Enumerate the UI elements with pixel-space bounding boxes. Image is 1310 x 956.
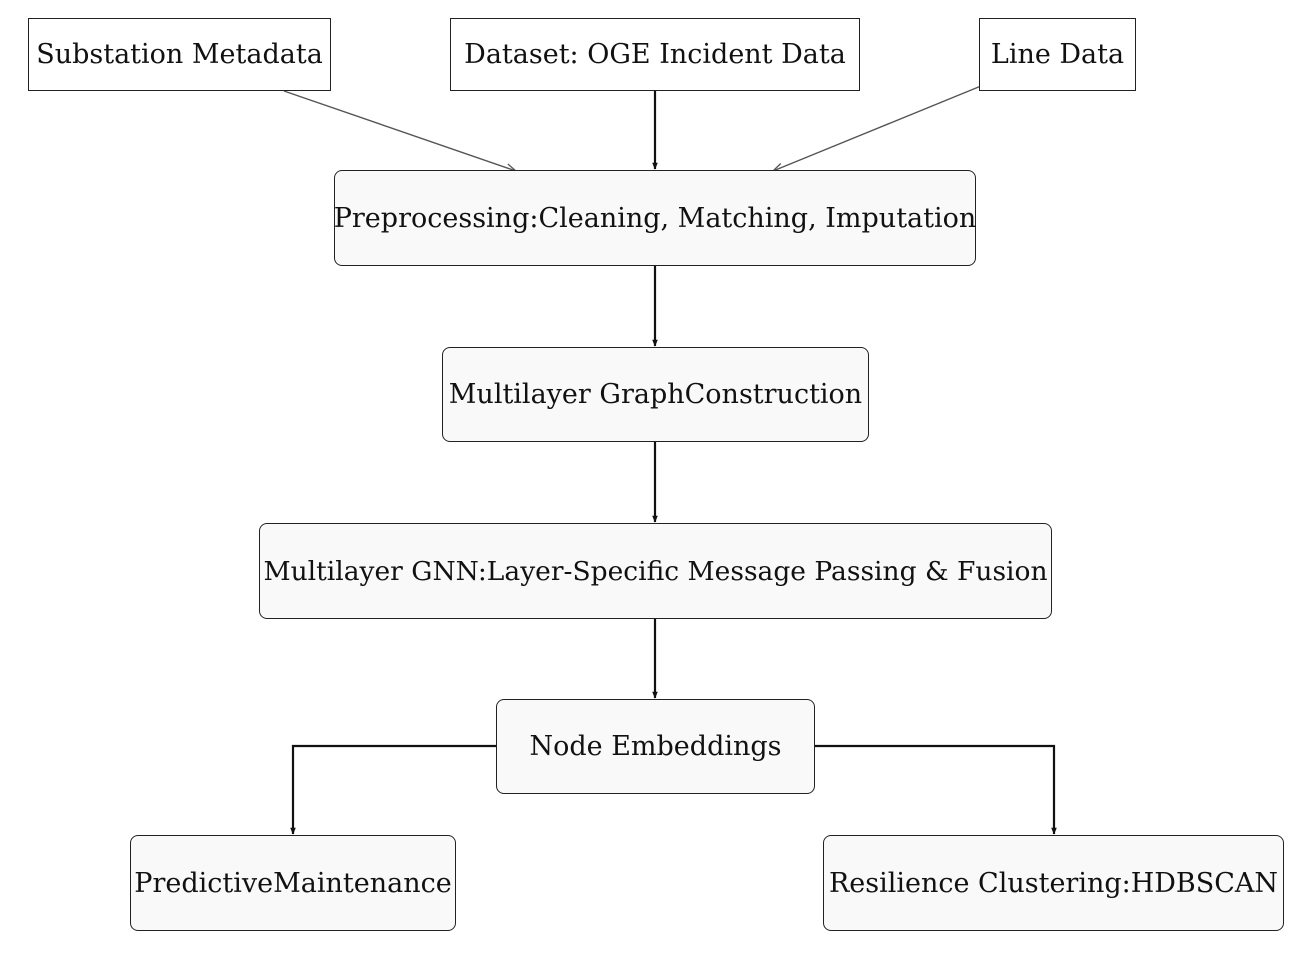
line-data-node: Line Data (979, 18, 1136, 91)
multilayer-gnn-label: Multilayer GNN:Layer-Specific Message Pa… (263, 555, 1048, 587)
arrow-line-to-preprocessing (773, 85, 982, 171)
arrow-substation-to-preprocessing (283, 90, 516, 171)
node-embeddings-label: Node Embeddings (529, 731, 782, 762)
graph-construction-node: Multilayer GraphConstruction (442, 347, 869, 442)
arrow-embeddings-to-predictive (290, 744, 496, 835)
predictive-maintenance-node: PredictiveMaintenance (130, 835, 456, 931)
line-data-label: Line Data (990, 39, 1125, 70)
multilayer-gnn-node: Multilayer GNN:Layer-Specific Message Pa… (259, 523, 1052, 619)
substation-metadata-node: Substation Metadata (28, 18, 331, 91)
node-embeddings-node: Node Embeddings (496, 699, 815, 794)
predictive-maintenance-label: PredictiveMaintenance (134, 867, 452, 899)
preprocessing-label: Preprocessing:Cleaning, Matching, Imputa… (333, 202, 977, 234)
resilience-clustering-node: Resilience Clustering:HDBSCAN (823, 835, 1284, 931)
resilience-clustering-label: Resilience Clustering:HDBSCAN (828, 867, 1279, 899)
substation-metadata-label: Substation Metadata (36, 39, 323, 70)
arrow-embeddings-to-resilience (815, 744, 1057, 835)
dataset-label: Dataset: OGE Incident Data (464, 39, 846, 70)
dataset-node: Dataset: OGE Incident Data (450, 18, 860, 91)
preprocessing-node: Preprocessing:Cleaning, Matching, Imputa… (334, 170, 976, 266)
graph-construction-label: Multilayer GraphConstruction (448, 379, 863, 410)
